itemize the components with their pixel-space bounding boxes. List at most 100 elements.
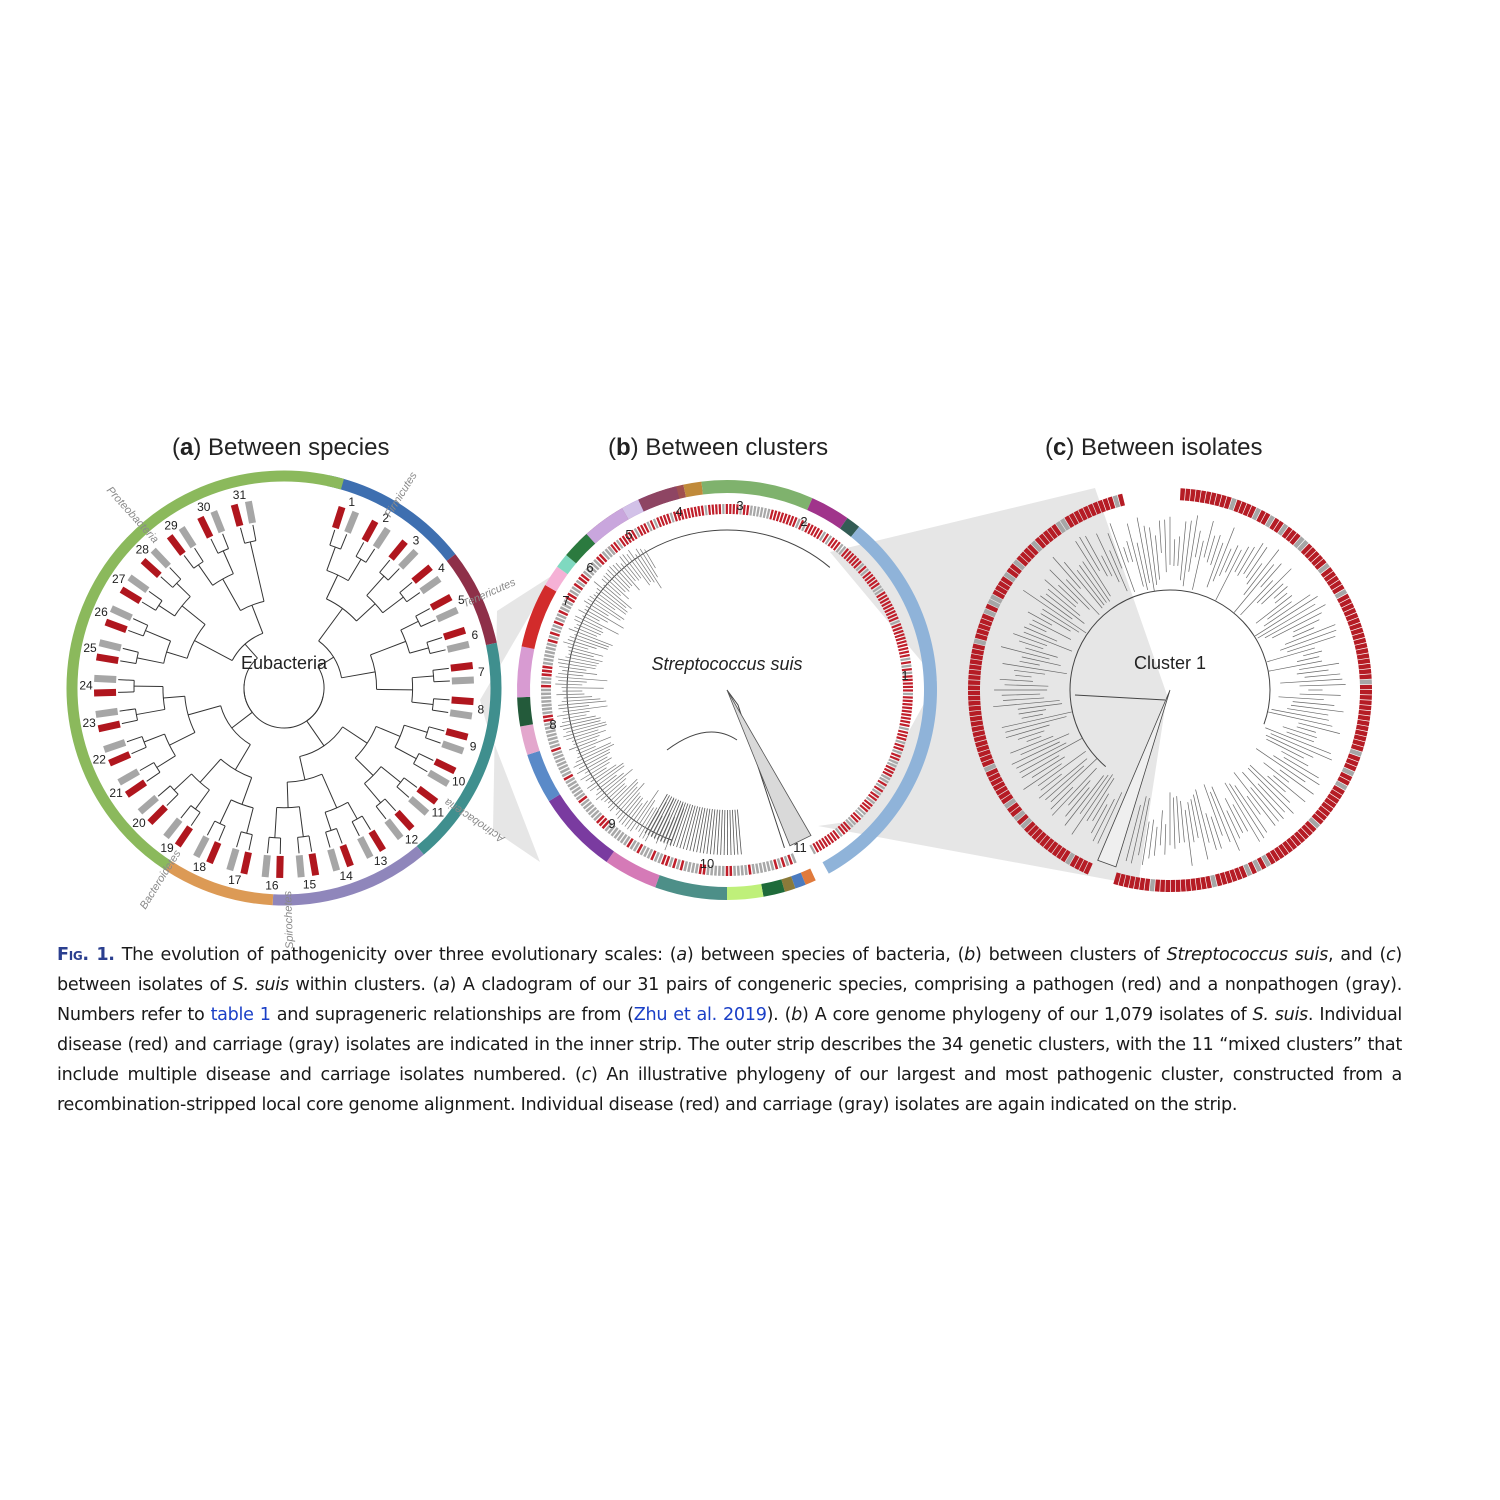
pathogen-marker (147, 804, 168, 826)
isolate-tick (759, 507, 764, 518)
nonpathogen-marker (451, 676, 474, 685)
tree-tip (573, 748, 610, 768)
isolate-tick (544, 725, 556, 730)
tree-tip (1017, 730, 1045, 740)
tree-tip (1267, 647, 1315, 663)
tree-tip (653, 798, 675, 840)
caption-text: ) A core genome phylogeny of our 1,079 i… (802, 1005, 1253, 1025)
caption-italic: Streptococcus suis (1166, 945, 1329, 965)
cluster-segment (517, 646, 535, 698)
cluster-1-tree (993, 515, 1346, 868)
tree-tip (561, 698, 601, 702)
tree-branch (176, 582, 191, 597)
isolate-tick (877, 594, 888, 602)
panel-b-letter: b (616, 434, 631, 461)
isolate-tick (762, 861, 767, 873)
nonpathogen-marker (193, 835, 210, 859)
isolate-tick (751, 863, 756, 875)
isolate-tick (1323, 571, 1337, 582)
tree-branch (325, 831, 331, 848)
isolate-tick (587, 564, 598, 574)
tree-tip (650, 796, 673, 837)
isolate-tick (657, 853, 664, 864)
isolate-tick (1219, 494, 1227, 508)
isolate-tick (1261, 854, 1271, 868)
isolate-tick (1355, 724, 1369, 732)
isolate-tick (1265, 852, 1276, 865)
tree-tip (566, 721, 607, 733)
species-pair-number: 8 (477, 703, 484, 717)
isolate-tick (1175, 879, 1181, 892)
table-1-link[interactable]: table 1 (210, 1005, 271, 1025)
tree-tip (1065, 579, 1100, 615)
isolate-tick (756, 506, 760, 517)
tree-branch (183, 555, 195, 569)
isolate-tick (853, 560, 862, 569)
tree-tip (1212, 527, 1235, 582)
tree-tip (1079, 774, 1109, 815)
isolate-tick (718, 504, 722, 515)
tree-tip (1032, 619, 1072, 640)
tree-branch (325, 574, 339, 600)
isolate-tick (987, 772, 1001, 782)
tree-tip (559, 666, 587, 671)
tree-tip (1038, 758, 1088, 799)
isolate-tick (746, 505, 750, 516)
isolate-tick (872, 585, 882, 593)
isolate-tick (710, 865, 714, 876)
isolate-tick (1055, 520, 1066, 534)
isolate-tick (1073, 510, 1084, 524)
tree-branch (317, 656, 334, 668)
species-pair-number: 9 (470, 740, 477, 754)
tree-tip (1274, 592, 1288, 604)
reference-link[interactable]: Zhu et al. 2019 (633, 1005, 767, 1025)
cluster-segment (557, 555, 577, 575)
isolate-tick (780, 857, 786, 868)
tree-tip (1003, 697, 1045, 701)
isolate-tick (541, 692, 552, 696)
isolate-tick (1097, 499, 1106, 513)
isolate-tick (893, 745, 904, 752)
isolate-tick (1336, 593, 1350, 604)
tree-branch (251, 604, 264, 634)
cluster-segment (791, 872, 806, 889)
isolate-tick (565, 595, 576, 604)
tree-tip (676, 804, 691, 848)
tree-tip (609, 566, 631, 589)
isolate-tick (1194, 489, 1201, 503)
isolate-tick (1260, 512, 1271, 526)
tree-tip (1027, 611, 1053, 626)
tree-tip (1091, 804, 1108, 834)
tree-branch (347, 802, 358, 820)
tree-tip (615, 562, 640, 591)
tree-branch (180, 805, 192, 819)
isolate-tick (1214, 493, 1222, 507)
isolate-tick (877, 779, 888, 787)
isolate-tick (714, 504, 718, 515)
isolate-tick (1341, 603, 1355, 613)
tree-branch (299, 726, 344, 758)
isolate-tick (864, 573, 874, 582)
pathogen-marker (97, 720, 121, 733)
tree-tip (1234, 785, 1268, 833)
isolate-tick (979, 754, 993, 763)
isolate-tick (1133, 876, 1141, 890)
tree-tip (1273, 775, 1306, 803)
tree-tip (1082, 561, 1111, 602)
isolate-tick (543, 718, 554, 723)
tree-tip (596, 772, 624, 796)
tree-branch (666, 731, 738, 751)
isolate-tick (1243, 863, 1253, 877)
isolate-tick (876, 591, 886, 599)
tree-tip (642, 810, 659, 839)
isolate-tick (1069, 512, 1079, 526)
isolate-tick (842, 821, 851, 831)
isolate-tick (1020, 817, 1033, 830)
isolate-tick (798, 519, 805, 530)
species-pair-number: 25 (83, 641, 97, 655)
isolate-tick (561, 602, 572, 610)
tree-tip (1107, 533, 1123, 569)
isolate-tick (902, 685, 913, 689)
tree-branch (173, 773, 192, 791)
tree-tip (1040, 773, 1062, 791)
